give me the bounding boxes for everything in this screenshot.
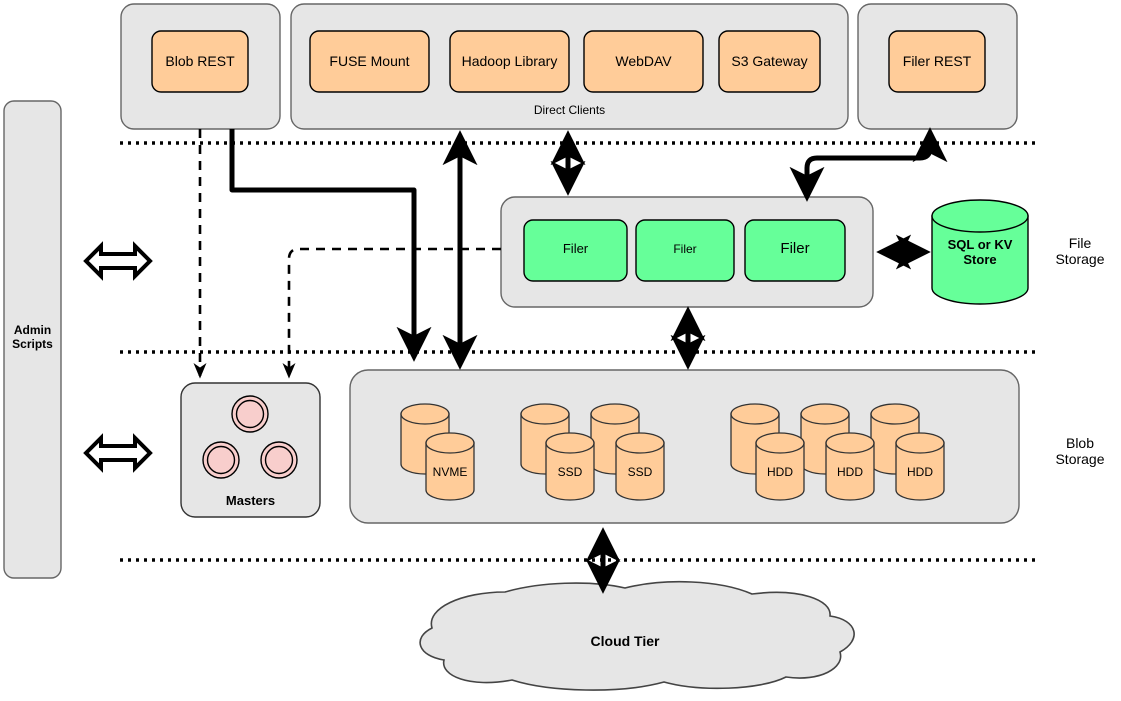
filer-group <box>500 196 874 308</box>
disk-front-hdd-1 <box>755 432 805 501</box>
disk-front-hdd-2 <box>825 432 875 501</box>
masters-group <box>180 382 321 518</box>
master-node-3 <box>260 441 298 479</box>
disk-front-hdd-3 <box>895 432 945 501</box>
filer-node-2 <box>635 219 735 282</box>
client-node-hadoop-library <box>449 30 570 93</box>
client-node-fuse-mount <box>309 30 430 93</box>
disk-front-ssd-1 <box>545 432 595 501</box>
master-node-2 <box>202 441 240 479</box>
admin-scripts-panel[interactable] <box>3 100 62 579</box>
admin-to-blob-storage-arrow <box>83 433 153 473</box>
filer-rest-group <box>857 3 1018 130</box>
disk-front-ssd-2 <box>615 432 665 501</box>
client-node-blob-rest <box>151 30 249 93</box>
metadata-store-cylinder <box>931 199 1029 305</box>
master-node-1 <box>231 395 269 433</box>
disk-front-nvme <box>425 432 475 501</box>
client-node-s3-gateway <box>718 30 821 93</box>
blob-rest-group <box>120 3 281 130</box>
connector-filer-rest-to-filer <box>789 127 948 202</box>
client-node-webdav <box>583 30 704 93</box>
filer-node-1 <box>523 219 628 282</box>
disk-set-ssd <box>520 403 665 501</box>
client-node-filer-rest <box>888 30 986 93</box>
filer-node-3 <box>744 219 846 282</box>
volume-servers-group <box>349 369 1020 524</box>
admin-to-file-storage-arrow <box>83 241 153 281</box>
connector-blob-rest-to-volumes <box>229 129 432 362</box>
disk-set-nvme <box>400 403 475 501</box>
cloud-tier-shape <box>419 580 855 691</box>
direct-clients-group <box>290 3 849 130</box>
connector-filer-to-masters-dashed <box>282 247 501 379</box>
disk-set-hdd <box>730 403 945 501</box>
